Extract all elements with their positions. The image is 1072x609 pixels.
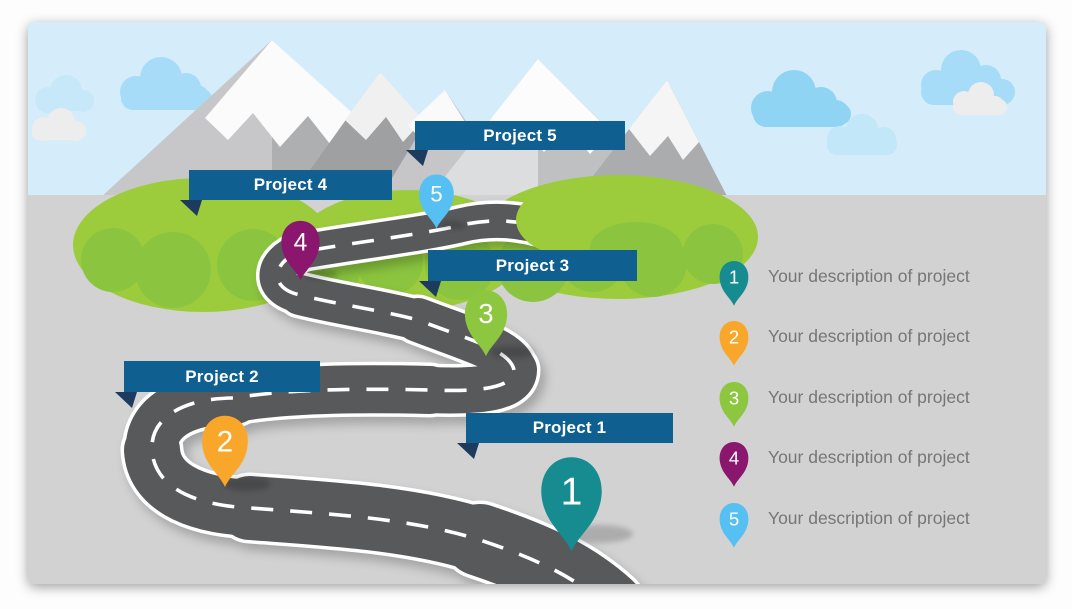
map-pin-1[interactable]: 1 bbox=[536, 451, 607, 554]
legend-description[interactable]: Your description of project bbox=[768, 447, 970, 467]
pin-shape bbox=[464, 290, 508, 357]
pin-number: 5 bbox=[430, 182, 442, 207]
legend-item-2: 2 Your description of project bbox=[717, 320, 970, 367]
svg-text:1: 1 bbox=[729, 266, 739, 287]
pin-number: 4 bbox=[294, 230, 308, 257]
ribbon-fold-icon bbox=[406, 150, 428, 166]
pin-shape bbox=[281, 220, 320, 281]
cloud-right-blue bbox=[751, 70, 851, 127]
pin-shape bbox=[202, 415, 248, 487]
banner-label: Project 4 bbox=[253, 175, 328, 194]
legend-item-5: 5 Your description of project bbox=[717, 502, 970, 549]
ribbon-fold-icon bbox=[457, 443, 479, 459]
banner-label: Project 5 bbox=[483, 125, 557, 145]
legend-pin-2-icon: 2 bbox=[719, 320, 749, 366]
legend-item-1: 1 Your description of project bbox=[717, 260, 970, 307]
map-pin-5[interactable]: 5 bbox=[416, 171, 457, 230]
project-banner-3[interactable]: Project 3 bbox=[419, 250, 637, 297]
cloud-left-blue bbox=[35, 75, 94, 113]
pin-shape bbox=[541, 457, 602, 552]
svg-text:2: 2 bbox=[729, 326, 739, 347]
legend-item-4: 4 Your description of project bbox=[717, 441, 970, 488]
svg-text:3: 3 bbox=[729, 387, 739, 408]
project-banner-2[interactable]: Project 2 bbox=[115, 361, 320, 408]
ribbon-fold-icon bbox=[419, 281, 441, 297]
ribbon-fold-icon bbox=[180, 200, 202, 216]
svg-text:4: 4 bbox=[729, 447, 739, 468]
cloud-topright-white bbox=[953, 82, 1007, 115]
scene bbox=[28, 22, 1046, 584]
map-pin-2[interactable]: 2 bbox=[198, 411, 252, 489]
pin-number: 3 bbox=[478, 298, 493, 329]
banner-label: Project 2 bbox=[185, 366, 259, 386]
legend-description[interactable]: Your description of project bbox=[768, 326, 970, 346]
legend-pin-1-icon: 1 bbox=[719, 260, 749, 306]
legend-item-3: 3 Your description of project bbox=[717, 381, 970, 428]
map-pin-4[interactable]: 4 bbox=[278, 217, 323, 282]
banner-label: Project 3 bbox=[495, 255, 570, 275]
cloud-right-lightblue bbox=[827, 114, 897, 155]
project-banner-4[interactable]: Project 4 bbox=[180, 170, 392, 216]
legend-description[interactable]: Your description of project bbox=[768, 266, 970, 286]
legend-pin-3-icon: 3 bbox=[719, 381, 749, 427]
pin-number: 1 bbox=[561, 470, 583, 513]
project-banner-5[interactable]: Project 5 bbox=[406, 121, 625, 166]
legend-pin-5-icon: 5 bbox=[719, 502, 749, 548]
svg-text:5: 5 bbox=[729, 508, 739, 529]
legend-description[interactable]: Your description of project bbox=[768, 508, 970, 528]
project-banner-1[interactable]: Project 1 bbox=[457, 413, 673, 459]
roadmap-slide: Project 1 Project 2 Project 3 Project 4 … bbox=[28, 22, 1046, 584]
pin-number: 2 bbox=[217, 425, 233, 458]
cloud-left-white bbox=[32, 108, 86, 141]
banner-label: Project 1 bbox=[532, 418, 607, 437]
legend-description[interactable]: Your description of project bbox=[768, 387, 970, 407]
ribbon-fold-icon bbox=[115, 392, 137, 408]
pin-shape bbox=[419, 174, 454, 229]
map-pin-3[interactable]: 3 bbox=[461, 286, 511, 358]
legend-pin-4-icon: 4 bbox=[719, 441, 749, 487]
